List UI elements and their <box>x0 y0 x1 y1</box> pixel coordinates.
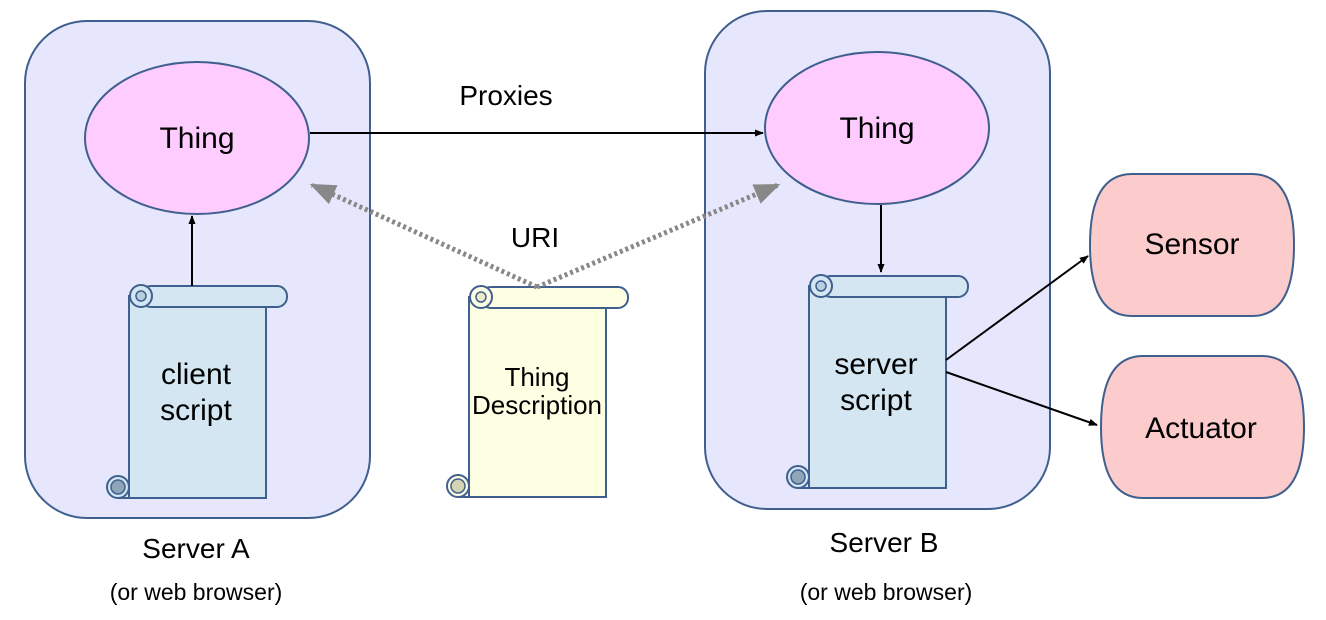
uri-label: URI <box>511 222 559 253</box>
server-script-scroll <box>786 274 969 489</box>
server-a-subtitle: (or web browser) <box>110 579 283 605</box>
client-script-scroll <box>106 284 288 499</box>
actuator-label: Actuator <box>1145 412 1257 445</box>
server-a-title: Server A <box>142 533 250 564</box>
actuator-shape <box>1099 355 1306 499</box>
sensor-shape <box>1088 173 1296 317</box>
server-script-label-line2: script <box>840 384 912 417</box>
proxies-label: Proxies <box>459 80 552 111</box>
sensor-label: Sensor <box>1144 228 1239 261</box>
server-script-to-sensor-arrow <box>945 255 1089 361</box>
thing-description-label-line2: Description <box>472 390 602 420</box>
uri-arrow-to-thing-b <box>536 182 781 290</box>
server-b-title: Server B <box>830 527 939 558</box>
thing-b-label: Thing <box>839 112 914 145</box>
thing-a-label: Thing <box>159 122 234 155</box>
thing-description-scroll <box>446 285 629 498</box>
thing-b-ellipse <box>764 51 990 205</box>
server-script-to-actuator-arrow <box>945 371 1098 426</box>
uri-arrow-to-thing-a <box>309 182 539 290</box>
server-script-label-line1: server <box>834 348 917 381</box>
thing-a-ellipse <box>84 61 310 215</box>
client-script-label-line2: script <box>160 394 232 427</box>
thing-description-label-line1: Thing <box>504 362 569 392</box>
client-script-label-line1: client <box>161 358 232 391</box>
server-b-subtitle: (or web browser) <box>800 579 973 605</box>
